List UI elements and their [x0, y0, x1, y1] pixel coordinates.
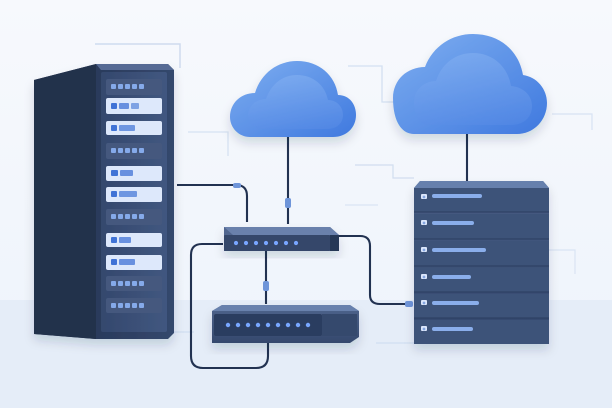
- server-stack-icon: [414, 181, 549, 344]
- router: [212, 305, 359, 343]
- cloud-icon: [393, 34, 547, 134]
- cable-connector: [405, 301, 413, 307]
- cable-network: [177, 133, 469, 370]
- network-switch-icon: [224, 227, 339, 251]
- network-switch: [224, 227, 339, 251]
- cloud-left: [230, 61, 356, 137]
- rack-server-icon: [34, 64, 174, 339]
- cable-connector: [285, 198, 291, 208]
- rack-server: [34, 64, 174, 339]
- cable-connector: [263, 281, 269, 291]
- cloud-right: [393, 34, 547, 134]
- cloud-icon: [230, 61, 356, 137]
- server-stack: [414, 181, 549, 344]
- cable-connector: [233, 183, 241, 188]
- router-icon: [212, 305, 359, 343]
